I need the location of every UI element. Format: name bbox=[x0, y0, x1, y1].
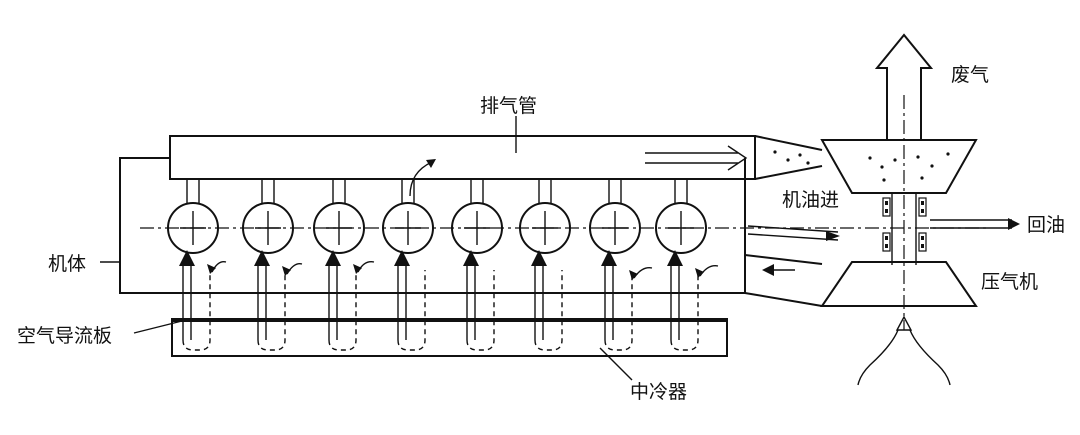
engine-body bbox=[119, 157, 746, 294]
intake-pipe-7 bbox=[601, 250, 653, 351]
intercooler bbox=[171, 318, 728, 381]
cylinder-3 bbox=[313, 179, 365, 254]
air-baffle-leader bbox=[133, 320, 183, 334]
exhaust-pipe bbox=[169, 116, 823, 197]
label-intercooler: 中冷器 bbox=[630, 381, 687, 403]
cylinder-6 bbox=[519, 179, 571, 254]
intake-pipe-3 bbox=[325, 250, 375, 351]
intake-pipe-5 bbox=[463, 250, 495, 351]
cylinder-2 bbox=[242, 179, 294, 254]
label-oil-in: 机油进 bbox=[782, 189, 839, 211]
label-exhaust-gas: 废气 bbox=[951, 64, 989, 86]
intake-pipes bbox=[179, 250, 719, 351]
cylinder-5 bbox=[451, 179, 503, 254]
intake-pipe-6 bbox=[531, 250, 563, 351]
label-air-baffle: 空气导流板 bbox=[17, 325, 112, 347]
cylinder-1 bbox=[167, 179, 219, 254]
turbocharger bbox=[744, 33, 1020, 386]
label-oil-return: 回油 bbox=[1027, 214, 1065, 236]
intake-pipe-8 bbox=[667, 250, 719, 351]
cylinder-4 bbox=[382, 179, 434, 254]
cylinders bbox=[140, 179, 990, 254]
intake-pipe-2 bbox=[254, 250, 303, 351]
intake-pipe-4 bbox=[394, 250, 426, 351]
cylinder-7 bbox=[589, 179, 641, 254]
label-engine-body: 机体 bbox=[48, 253, 86, 275]
intake-pipe-1 bbox=[179, 250, 227, 351]
label-compressor: 压气机 bbox=[981, 271, 1038, 293]
cylinder-8 bbox=[655, 179, 707, 254]
label-exhaust-pipe: 排气管 bbox=[480, 95, 537, 117]
